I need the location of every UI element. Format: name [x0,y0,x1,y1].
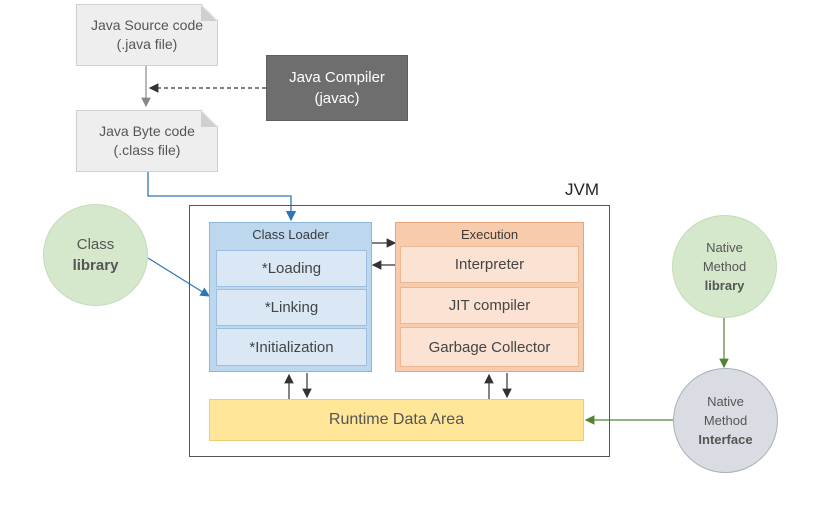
java-compiler-box: Java Compiler (javac) [266,55,408,121]
loader-item-loading: *Loading [216,250,367,287]
runtime-data-area: Runtime Data Area [209,399,584,441]
loader-item-linking: *Linking [216,289,367,326]
native-interface-line3: Interface [698,432,753,447]
exec-item-interpreter: Interpreter [400,246,579,283]
class-library-line1: Class [76,236,115,253]
exec-item-jit-compiler: JIT compiler [400,287,579,324]
java-bytecode-doc: Java Byte code (.class file) [76,110,218,172]
native-interface-line1: Native [707,394,744,409]
source-doc-line2: (.java file) [116,36,178,52]
source-doc-line1: Java Source code [90,17,204,33]
jvm-label: JVM [565,180,599,199]
native-method-interface-circle: Native Method Interface [673,368,778,473]
compiler-line1: Java Compiler [289,69,385,86]
arrow-bytecode-to-loader [147,172,297,222]
class-library-line2: library [72,257,119,274]
exec-item-garbage-collector: Garbage Collector [400,327,579,367]
loader-item-initialization: *Initialization [216,328,367,366]
compiler-line2: (javac) [314,90,360,107]
native-library-line2: Method [702,259,747,274]
execution-title: Execution [460,227,519,242]
class-library-circle: Class library [43,204,148,306]
bytecode-doc-line1: Java Byte code [99,123,195,139]
java-source-doc: Java Source code (.java file) [76,4,218,66]
native-method-library-circle: Native Method library [672,215,777,318]
jvm-container [189,205,610,457]
native-library-line3: library [704,278,745,293]
class-loader-title: Class Loader [252,227,329,242]
native-library-line1: Native [706,240,743,255]
native-interface-line2: Method [703,413,748,428]
arrow-library-to-loader [147,257,211,297]
bytecode-doc-line2: (.class file) [113,142,181,158]
